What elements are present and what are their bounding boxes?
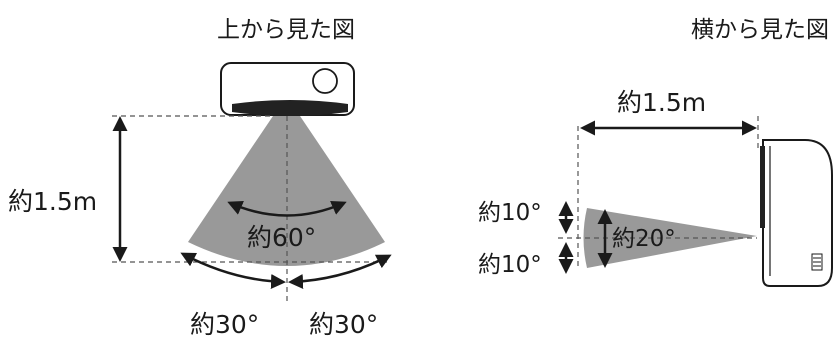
top-view: 上から見た図 約1.5m 約60° 約30° 約30° [8,17,392,337]
upper-angle-label: 約10° [478,200,542,226]
side-view-title: 横から見た図 [691,17,829,43]
side-view: 横から見た図 約1.5m 約10° 約10° 約20° [478,17,833,287]
heater-device-icon [220,62,355,116]
left-swing-arrow [180,252,286,290]
left-angle-label: 約30° [190,310,259,337]
lower-angle-label: 約10° [478,252,542,278]
side-spread-label: 約20° [612,226,676,252]
top-spread-label: 約60° [247,223,316,252]
heater-side-icon [760,139,833,287]
right-swing-arrow [288,254,392,290]
right-angle-label: 約30° [309,310,378,337]
top-distance-label: 約1.5m [8,187,97,216]
spread-arc [227,200,347,217]
side-distance-label: 約1.5m [617,88,706,117]
top-view-title: 上から見た図 [217,17,355,43]
